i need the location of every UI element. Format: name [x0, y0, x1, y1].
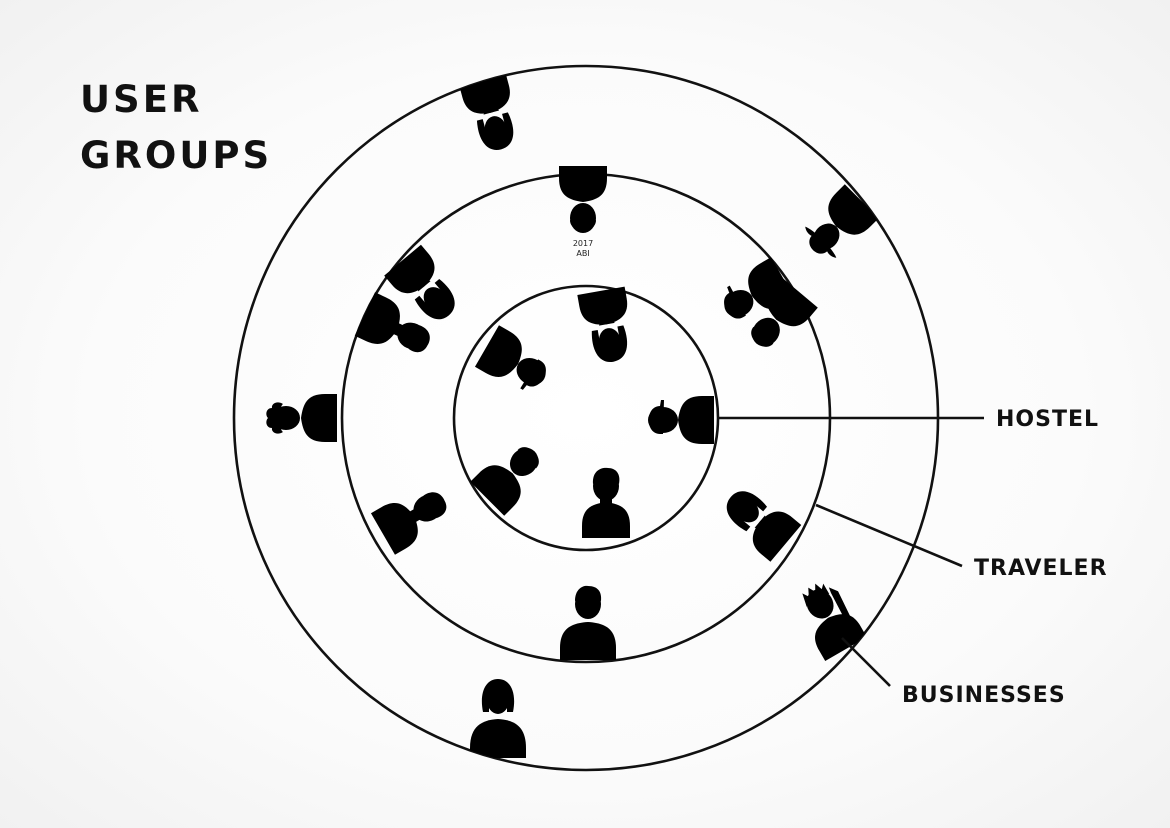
- person-figure: [470, 434, 551, 515]
- badge-text-line1: ABI: [576, 249, 589, 258]
- person-figure: [577, 287, 637, 366]
- person-figure: [715, 479, 801, 562]
- person-figure: [560, 586, 616, 660]
- person-figure: ABI 2017: [559, 166, 607, 258]
- label-hostel: HOSTEL: [996, 407, 1099, 432]
- person-figure: [470, 679, 526, 758]
- person-figure: [266, 394, 337, 442]
- leader-line-traveler: [816, 505, 962, 566]
- label-traveler: TRAVELER: [974, 556, 1108, 581]
- person-figure: [475, 325, 556, 400]
- person-figure: [371, 478, 456, 555]
- person-figure: [648, 396, 714, 444]
- people-group: ABI 2017: [266, 74, 878, 758]
- person-figure: [796, 184, 879, 267]
- leader-line-businesses: [842, 638, 890, 686]
- badge-text-line2: 2017: [573, 239, 593, 248]
- person-figure: [789, 575, 867, 661]
- person-figure: [582, 468, 630, 538]
- label-businesses: BUSINESSES: [902, 683, 1066, 708]
